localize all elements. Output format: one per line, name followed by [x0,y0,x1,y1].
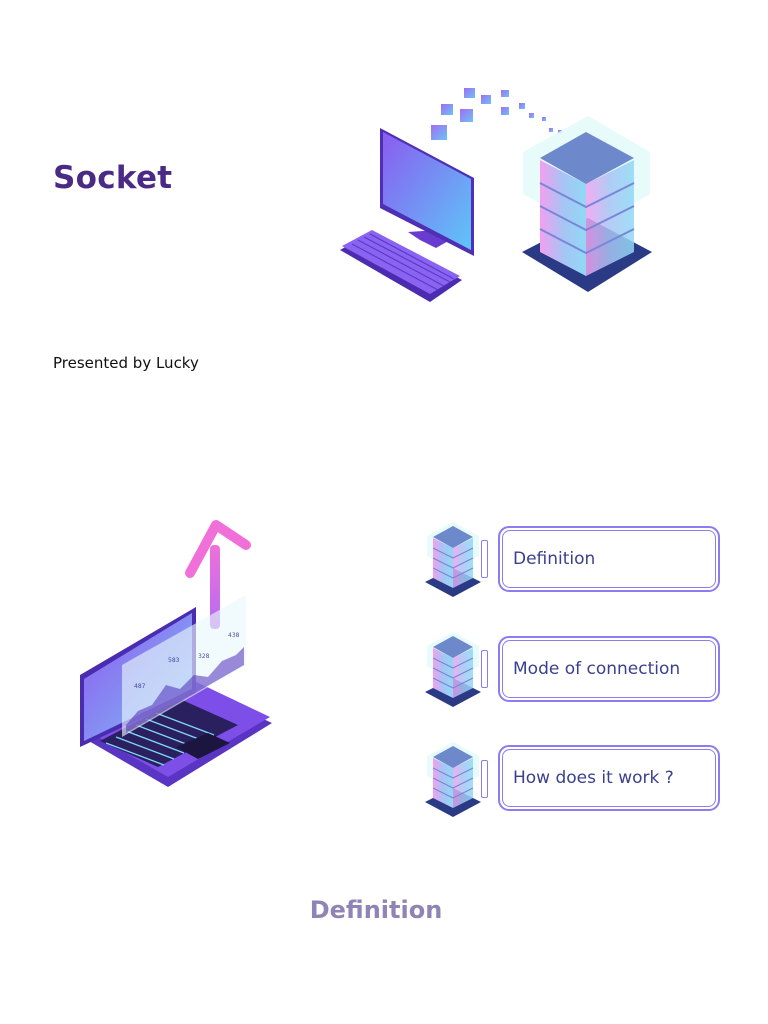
presenter-text: Presented by Lucky [53,354,199,372]
chart-value-label: 487 [134,683,146,690]
server-icon [522,116,652,292]
agenda-item-definition[interactable]: Definition [498,526,720,592]
keyboard-icon [340,230,462,302]
chart-value-label: 438 [228,632,240,639]
server-stack-icon [424,521,482,598]
chart-panel: 487 583 328 438 [122,595,246,737]
section-title: Definition [309,896,443,924]
agenda-item-how-does-it-work[interactable]: How does it work ? [498,745,720,811]
agenda-connector [481,540,488,578]
computer-server-illustration [340,88,652,302]
monitor-icon [380,128,474,256]
chart-value-label: 328 [198,653,210,660]
slide-title: Socket [53,160,173,196]
agenda-connector [481,760,488,798]
laptop-analytics-illustration: 487 583 328 438 [80,520,272,787]
server-stack-icon [424,631,482,708]
arrow-up-icon [185,520,251,629]
agenda-item-label: How does it work ? [513,768,674,788]
agenda-item-label: Definition [513,549,596,569]
agenda-item-label: Mode of connection [513,659,681,679]
server-stack-icon [424,741,482,818]
chart-value-label: 583 [168,657,180,664]
data-pixels-icon [431,88,562,140]
agenda-item-mode-of-connection[interactable]: Mode of connection [498,636,720,702]
agenda-connector [481,650,488,688]
